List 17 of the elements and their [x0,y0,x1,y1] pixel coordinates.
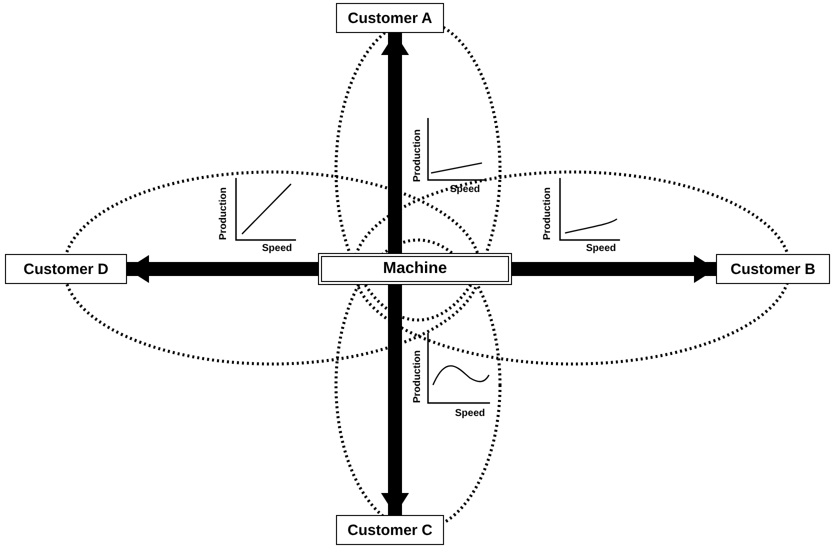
customer-box: Customer D [5,254,127,284]
block-arrow [512,255,716,283]
customer-box: Customer B [716,254,830,284]
axis-label: Production [542,187,553,240]
axis-label: Production [412,129,423,182]
axis-label: Speed [586,243,616,254]
customer-box: Customer C [336,515,444,545]
customer-box: Customer A [336,3,444,33]
axis-label: Speed [262,243,292,254]
machine-box: Machine [318,253,512,285]
axis-label: Speed [450,184,480,195]
axis-label: Speed [455,408,486,419]
block-arrow [127,255,318,283]
axis-label: Production [412,350,423,403]
block-arrow [381,285,409,515]
axis-label: Production [218,187,229,240]
block-arrow [381,33,409,253]
